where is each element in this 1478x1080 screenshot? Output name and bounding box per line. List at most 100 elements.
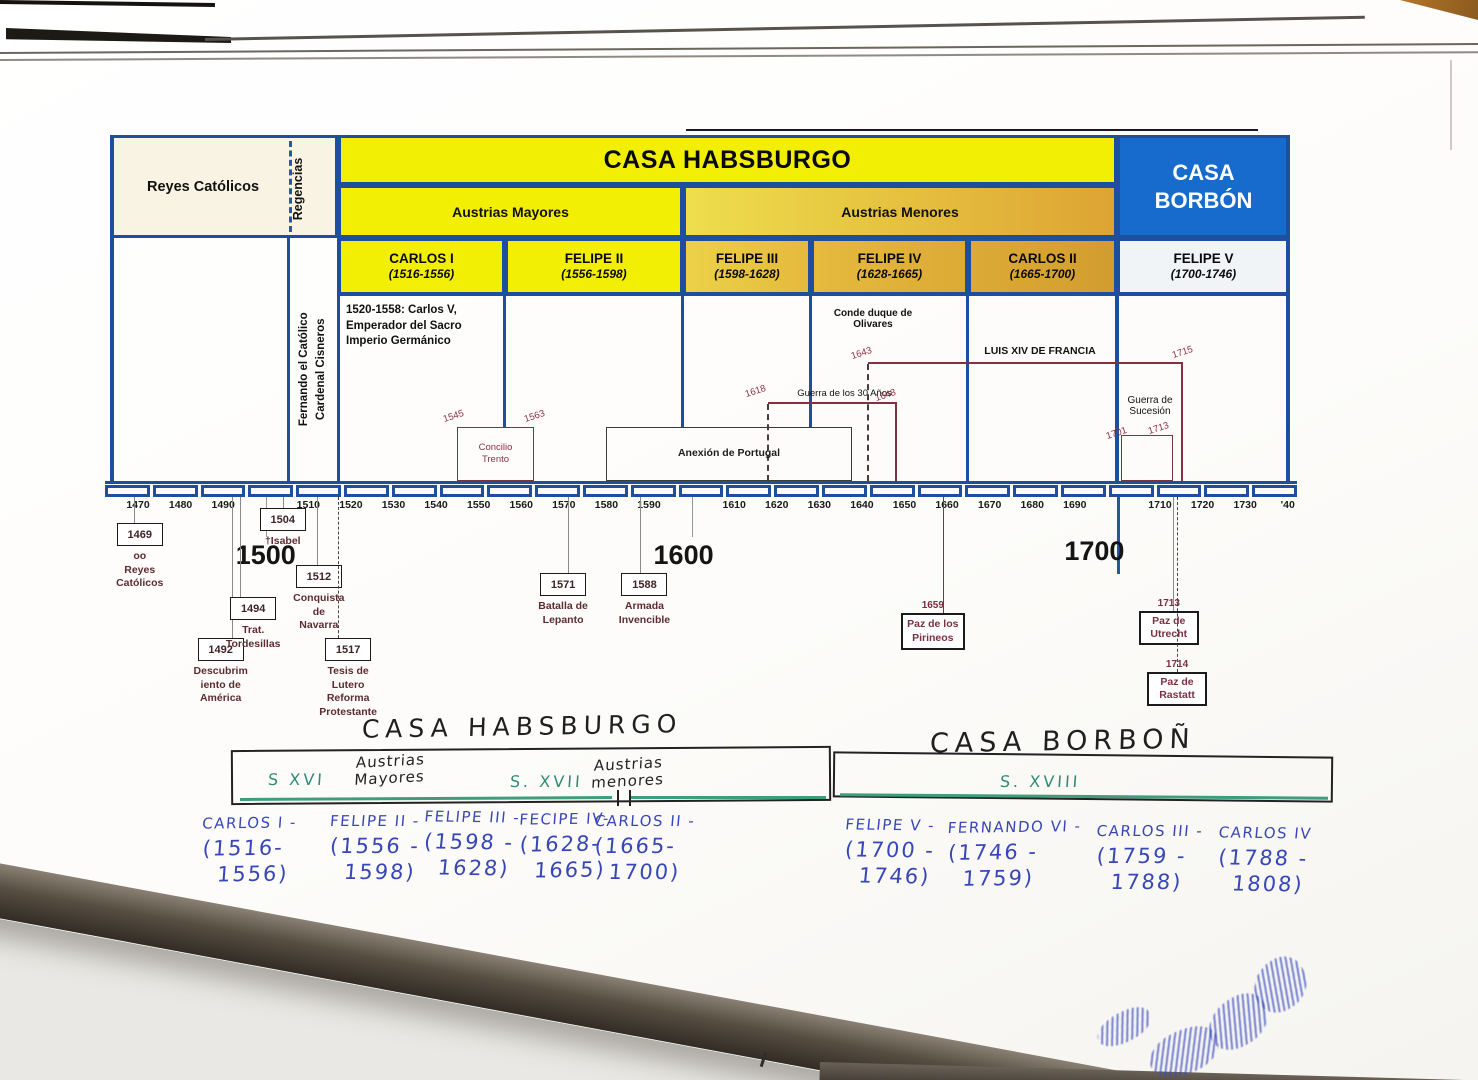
- hw-bracket-tick-1: [617, 790, 619, 806]
- tick-label-1710: 1710: [1148, 499, 1172, 511]
- king-dates: (1598-1628): [714, 267, 780, 282]
- event-box-1714: Paz de Rastatt: [1147, 672, 1208, 706]
- axis-segment: [630, 485, 676, 497]
- scan-line-above-table: [686, 129, 1258, 131]
- hw-reign-dates-1: (1598 -: [422, 829, 516, 855]
- event-line-1713: [1172, 497, 1174, 611]
- event-label-1512: Conquista de Navarra: [293, 592, 345, 632]
- body-divider-1505: [287, 238, 290, 483]
- tick-label-1660: 1660: [935, 499, 959, 511]
- king-dates: (1628-1665): [856, 267, 923, 282]
- axis-segment: [439, 485, 485, 497]
- axis-segment: [343, 485, 389, 497]
- page-edge-right: [1450, 60, 1452, 150]
- casa-habsburgo-header: CASA HABSBURGO: [338, 135, 1117, 185]
- conde-duque-olivares-note: Conde duque de Olivares: [833, 308, 913, 330]
- hw-reign-name: FELIPE III -: [423, 807, 522, 827]
- line-1618-dashdot: [767, 404, 769, 481]
- casa-borbon-line1: CASA: [1172, 160, 1235, 185]
- century-label-1600: 1600: [653, 540, 714, 570]
- reyes-catolicos-cell: Reyes Católicos Regencias: [110, 135, 338, 238]
- event-label-1504: †Isabel: [264, 535, 301, 547]
- hw-bracket-tick-2: [629, 790, 631, 806]
- guerra-30-line: [768, 402, 896, 404]
- hw-reign-dates-2: 1759): [961, 865, 1035, 891]
- hw-reign-dates-1: (1665-: [593, 834, 677, 858]
- tick-label-1590: 1590: [637, 499, 661, 511]
- axis-segments: [105, 485, 1297, 497]
- tick-label-1690: 1690: [1063, 499, 1087, 511]
- luis-xiv-label: LUIS XIV DE FRANCIA: [984, 345, 1096, 357]
- hw-reign-name: FELIPE II -: [329, 812, 421, 830]
- hw-reign-8: CARLOS III -(1759 -1788): [1095, 822, 1204, 894]
- hw-reign-1: CARLOS I -(1516-1556): [202, 813, 298, 886]
- hw-reign-dates-1: (1759 -: [1095, 844, 1188, 868]
- event-label-1517: Tesis de Lutero Reforma Protestante: [319, 665, 377, 718]
- guerra-sucesion-box: [1121, 435, 1173, 481]
- axis-segment: [774, 485, 819, 497]
- axis-segment: [917, 485, 963, 497]
- axis-segment: [1108, 485, 1154, 497]
- king-cell-felipe-iii: FELIPE III (1598-1628): [683, 238, 811, 295]
- event-line-1659: [942, 497, 945, 613]
- event-label-1469: oo Reyes Católicos: [116, 550, 164, 590]
- body-divider-1628: [809, 295, 812, 427]
- axis-segment: [1013, 485, 1058, 497]
- luis-xiv-line: [868, 362, 1183, 364]
- king-name: CARLOS II: [1008, 250, 1077, 266]
- tick-label-1530: 1530: [381, 499, 406, 511]
- event-year-box-1504: 1504: [259, 508, 306, 531]
- concilio-trento-box: Concilio Trento: [457, 427, 534, 481]
- hw-reign-name: CARLOS II -: [593, 812, 697, 830]
- tick-label-1550: 1550: [466, 499, 491, 511]
- tick-label-1670: 1670: [977, 499, 1002, 511]
- event-line-1517: [338, 497, 340, 638]
- table-left-border: [110, 135, 114, 483]
- axis-top-border: [105, 481, 1297, 484]
- hw-reign-dates-1: (1516-: [201, 835, 285, 861]
- tick-label-1740: '40: [1280, 499, 1295, 511]
- tick-label-1630: 1630: [807, 499, 831, 511]
- austrias-mayores-label: Austrias Mayores: [452, 203, 569, 220]
- hw-reign-3: FELIPE III -(1598 -1628): [422, 807, 522, 880]
- event-year-box-1588: 1588: [621, 573, 668, 596]
- carlos-v-note: 1520-1558: Carlos V, Emperador del Sacro…: [346, 304, 462, 348]
- tick-label-1610: 1610: [722, 499, 746, 511]
- austrias-menores-label: Austrias Menores: [841, 203, 959, 220]
- hw-reign-dates-2: 1746): [857, 863, 932, 889]
- hw-reign-dates-2: 1700): [607, 860, 682, 884]
- king-name: FELIPE II: [564, 250, 624, 266]
- tick-label-1620: 1620: [765, 499, 789, 511]
- hw-reign-dates-2: 1788): [1109, 870, 1184, 894]
- hw-reign-dates-1: (1746 -: [947, 839, 1039, 865]
- king-dates: (1700-1746): [1170, 267, 1237, 282]
- king-dates: (1516-1556): [388, 267, 455, 282]
- tick-label-1570: 1570: [552, 499, 576, 511]
- event-year-1659: 1659: [921, 600, 944, 611]
- timeline-axis: [105, 481, 1297, 497]
- hw-reign-name: CARLOS IV: [1217, 823, 1313, 843]
- event-year-box-1492: 1492: [197, 638, 244, 661]
- axis-segment: [1060, 485, 1106, 497]
- hw-reign-dates-2: 1598): [343, 860, 417, 884]
- guerra-30-label: Guerra de los 30 Años: [797, 388, 892, 399]
- event-line-1588: [640, 497, 642, 573]
- king-name: FELIPE IV: [857, 250, 922, 266]
- event-year-box-1494: 1494: [230, 597, 277, 620]
- event-label-1492: Descubrim iento de América: [193, 665, 248, 705]
- hw-reign-dates-1: (1700 -: [843, 837, 937, 863]
- table-right-border: [1286, 135, 1290, 483]
- event-box-1659: Paz de los Pirineos: [900, 613, 965, 650]
- event-line-1512: [316, 497, 318, 565]
- body-divider-1665: [966, 295, 969, 483]
- kings-row-bottom-border: [338, 293, 1290, 296]
- hw-reign-dates-2: 1556): [216, 861, 290, 887]
- hw-reign-7: FERNANDO VI -(1746 -1759): [947, 817, 1083, 891]
- event-line-1504: [282, 497, 284, 508]
- casa-borbon-line2: BORBÓN: [1154, 187, 1253, 213]
- regencias-dashed-divider: [289, 141, 292, 232]
- tick-label-1490: 1490: [211, 499, 235, 511]
- hw-reign-dates-1: (1556 -: [329, 834, 421, 858]
